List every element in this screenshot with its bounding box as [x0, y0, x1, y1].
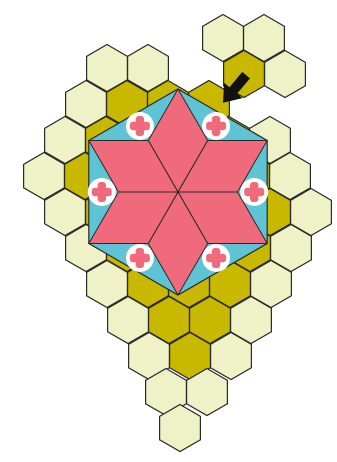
plus-badge-icon	[202, 112, 230, 140]
plus-badge-icon	[126, 112, 154, 140]
plus-badge-icon	[240, 178, 268, 206]
plus-badge-icon	[126, 244, 154, 272]
plus-badge-icon	[202, 244, 230, 272]
plus-badge-icon	[88, 178, 116, 206]
